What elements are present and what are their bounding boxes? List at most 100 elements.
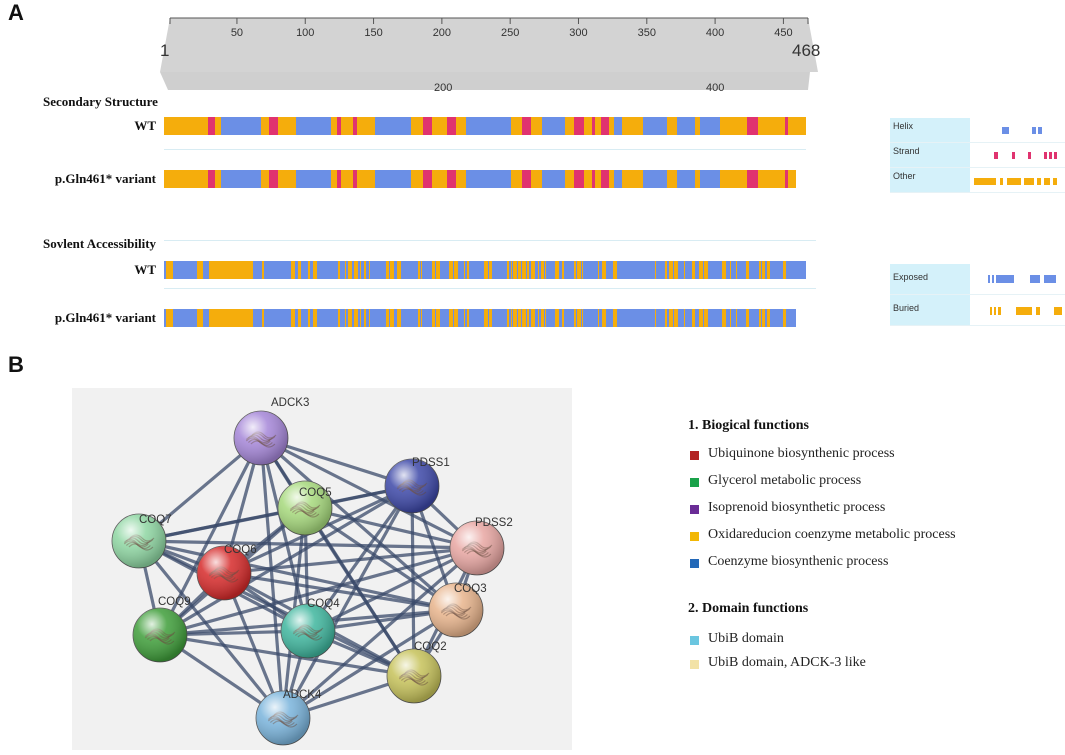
legend-strand-label: Strand: [890, 143, 970, 167]
network-edge: [282, 608, 457, 720]
node-coq3[interactable]: COQ3: [428, 582, 487, 638]
buried-segment: [436, 261, 440, 279]
strand-sample-icon: [994, 152, 1057, 159]
node-adck4[interactable]: ADCK4: [255, 689, 322, 746]
buried-segment: [449, 261, 453, 279]
divider: [164, 288, 816, 289]
buried-segment: [464, 261, 465, 279]
ss-legend: Helix Strand Other: [890, 118, 1065, 193]
buried-segment: [262, 261, 264, 279]
buried-segment: [762, 261, 765, 279]
helix-segment: [614, 117, 622, 135]
swatch-icon: [690, 559, 699, 568]
buried-segment: [518, 309, 521, 327]
network-edge: [307, 546, 478, 633]
strand-segment: [269, 117, 278, 135]
buried-segment: [507, 261, 509, 279]
node-coq6[interactable]: COQ6: [196, 544, 257, 601]
legend-item-label: Coenzyme biosynthenic process: [708, 554, 889, 569]
node-pdss1[interactable]: PDSS1: [384, 457, 450, 514]
buried-segment: [421, 261, 422, 279]
buried-segment: [313, 261, 317, 279]
helix-segment: [677, 117, 695, 135]
buried-segment: [613, 261, 617, 279]
node-coq9[interactable]: COQ9: [132, 596, 191, 663]
node-coq7[interactable]: COQ7: [111, 513, 172, 569]
ss-variant-track: [164, 170, 796, 188]
buried-segment: [746, 261, 749, 279]
node-pdss2[interactable]: PDSS2: [449, 517, 513, 576]
buried-segment: [730, 309, 731, 327]
legend-item: Coenzyme biosynthenic process: [688, 554, 1058, 581]
node-coq4[interactable]: COQ4: [280, 598, 340, 659]
buried-segment: [484, 309, 488, 327]
node-label: COQ2: [414, 641, 447, 653]
buried-segment: [722, 261, 726, 279]
swatch-icon: [690, 636, 699, 645]
buried-segment: [467, 309, 469, 327]
buried-segment: [166, 261, 173, 279]
buried-segment: [348, 309, 352, 327]
helix-segment: [542, 170, 565, 188]
buried-segment: [669, 261, 673, 279]
node-coq2[interactable]: COQ2: [386, 641, 447, 704]
legend-row-buried: Buried: [890, 295, 1065, 326]
buried-segment: [421, 309, 422, 327]
network-edge: [259, 437, 310, 632]
buried-segment: [538, 261, 539, 279]
buried-segment: [531, 309, 535, 327]
strand-segment: [447, 170, 456, 188]
buried-segment: [582, 309, 583, 327]
legend-item-label: Isoprenoid biosynthetic process: [708, 500, 886, 515]
strand-segment: [522, 117, 531, 135]
legend-item: Oxidareducion coenzyme metabolic process: [688, 527, 1058, 554]
buried-segment: [692, 261, 695, 279]
other-sample-icon: [974, 178, 1057, 185]
legend-row-helix: Helix: [890, 118, 1065, 143]
helix-segment: [466, 117, 511, 135]
node-label: COQ7: [139, 514, 172, 526]
scale-mark-400: 400: [706, 82, 725, 94]
node-adck3[interactable]: ADCK3: [233, 397, 309, 466]
buried-segment: [730, 261, 731, 279]
buried-segment: [390, 261, 394, 279]
buried-segment: [545, 261, 546, 279]
network-edge: [281, 485, 414, 719]
buried-segment: [197, 309, 203, 327]
buried-segment: [574, 261, 576, 279]
swatch-icon: [690, 478, 699, 487]
buried-segment: [577, 261, 581, 279]
strand-segment: [423, 170, 432, 188]
buried-segment: [360, 261, 361, 279]
buried-segment: [291, 261, 295, 279]
exposed-sample-icon: [988, 275, 1056, 283]
buried-segment: [746, 309, 749, 327]
strand-segment: [592, 117, 595, 135]
buried-segment: [704, 261, 708, 279]
strand-segment: [269, 170, 278, 188]
swatch-icon: [690, 532, 699, 541]
buried-segment: [397, 261, 401, 279]
buried-segment: [527, 261, 529, 279]
strand-segment: [785, 170, 788, 188]
helix-segment: [221, 117, 261, 135]
buried-segment: [489, 309, 492, 327]
buried-segment: [538, 309, 539, 327]
node-coq5[interactable]: COQ5: [277, 480, 333, 536]
buried-segment: [386, 261, 389, 279]
buried-segment: [360, 309, 361, 327]
divider: [164, 149, 806, 150]
ruler-tick-label: 400: [706, 27, 724, 39]
node-label: PDSS1: [412, 457, 450, 469]
buried-sample-icon: [990, 307, 1062, 315]
sa-variant-label: p.Gln461* variant: [54, 310, 156, 325]
helix-segment: [221, 170, 261, 188]
sa-legend: Exposed Buried: [890, 264, 1065, 326]
legend-item: Glycerol metabolic process: [688, 473, 1058, 500]
helix-segment: [375, 117, 411, 135]
buried-segment: [513, 309, 517, 327]
strand-segment: [522, 170, 531, 188]
helix-segment: [296, 170, 331, 188]
buried-segment: [736, 309, 737, 327]
